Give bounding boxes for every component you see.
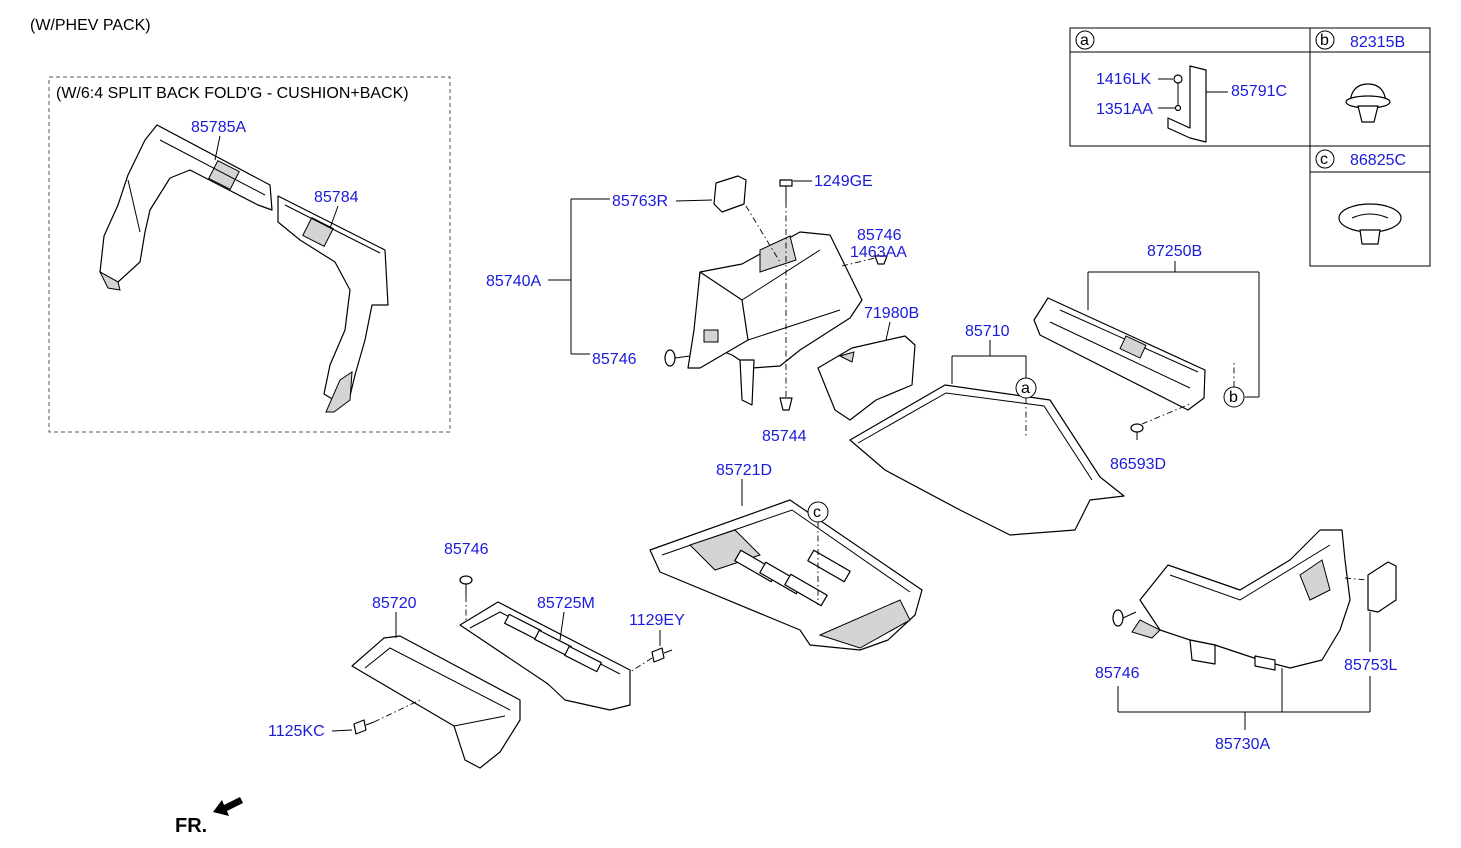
label-1125KC: 1125KC [268, 723, 325, 740]
bracket-85791C [1158, 65, 1228, 143]
part-85753L-cover[interactable] [1367, 561, 1397, 613]
clip-86825C-icon [1338, 203, 1402, 245]
legend-key-b: b [1320, 32, 1329, 49]
part-85763R-cover[interactable] [713, 175, 747, 213]
legend-key-c: c [1320, 151, 1328, 168]
clip-85746-right [1112, 609, 1137, 627]
label-1463AA: 1463AA [850, 244, 907, 261]
part-85784-panel[interactable] [277, 195, 389, 413]
label-87250B: 87250B [1147, 243, 1202, 260]
part-85785A-panel[interactable] [98, 124, 273, 291]
label-85753L: 85753L [1344, 657, 1397, 674]
legend-key-a: a [1080, 32, 1089, 49]
label-1249GE: 1249GE [814, 173, 873, 190]
part-71980B-cover[interactable] [817, 335, 916, 421]
clip-85746-tray [459, 575, 473, 596]
label-85740A: 85740A [486, 273, 541, 290]
part-85710-mat[interactable] [849, 384, 1125, 536]
legend-part-1351AA: 1351AA [1096, 101, 1153, 118]
label-85784: 85784 [314, 189, 359, 206]
screw-1249GE [779, 179, 793, 202]
arrow-forward-icon [213, 797, 243, 816]
legend-part-82315B: 82315B [1350, 34, 1405, 51]
label-85744: 85744 [762, 428, 807, 445]
part-85740A-trim[interactable] [687, 231, 863, 406]
inset-caption: (W/6:4 SPLIT BACK FOLD'G - CUSHION+BACK) [56, 85, 409, 102]
legend-part-1416LK: 1416LK [1096, 71, 1151, 88]
legend-part-85791C: 85791C [1231, 83, 1287, 100]
label-85785A: 85785A [191, 119, 246, 136]
label-1129EY: 1129EY [629, 612, 685, 629]
part-85721D-board[interactable] [649, 499, 923, 651]
callout-b-plate: b [1229, 389, 1238, 406]
variant-title: (W/PHEV PACK) [30, 17, 151, 34]
callout-a-mat: a [1021, 380, 1030, 397]
label-85763R: 85763R [612, 193, 668, 210]
legend-table [1069, 27, 1431, 267]
label-85746-left: 85746 [592, 351, 637, 368]
label-71980B: 71980B [864, 305, 919, 322]
label-85746-right: 85746 [1095, 665, 1140, 682]
label-85710: 85710 [965, 323, 1010, 340]
bolt-1129EY [651, 647, 673, 663]
label-86593D: 86593D [1110, 456, 1166, 473]
part-85725M-tray[interactable] [459, 601, 631, 711]
part-85720-bin[interactable] [351, 635, 521, 769]
legend-part-86825C: 86825C [1350, 152, 1406, 169]
part-87250B-plate[interactable] [1033, 297, 1206, 411]
clip-85746-left [664, 349, 691, 367]
label-85746-tray: 85746 [444, 541, 489, 558]
label-85730A: 85730A [1215, 736, 1270, 753]
clip-82315B-icon [1345, 83, 1391, 123]
label-85721D: 85721D [716, 462, 772, 479]
direction-label: FR. [175, 815, 207, 837]
clip-86593D [1130, 423, 1144, 440]
clip-85746-upper [874, 255, 888, 265]
bolt-1125KC [353, 719, 375, 735]
label-85725M: 85725M [537, 595, 595, 612]
part-85730A-trim[interactable] [1131, 529, 1351, 671]
label-85746-upper: 85746 [857, 227, 902, 244]
callout-c-board: c [813, 504, 821, 521]
clip-85744 [779, 397, 793, 411]
label-85720: 85720 [372, 595, 417, 612]
